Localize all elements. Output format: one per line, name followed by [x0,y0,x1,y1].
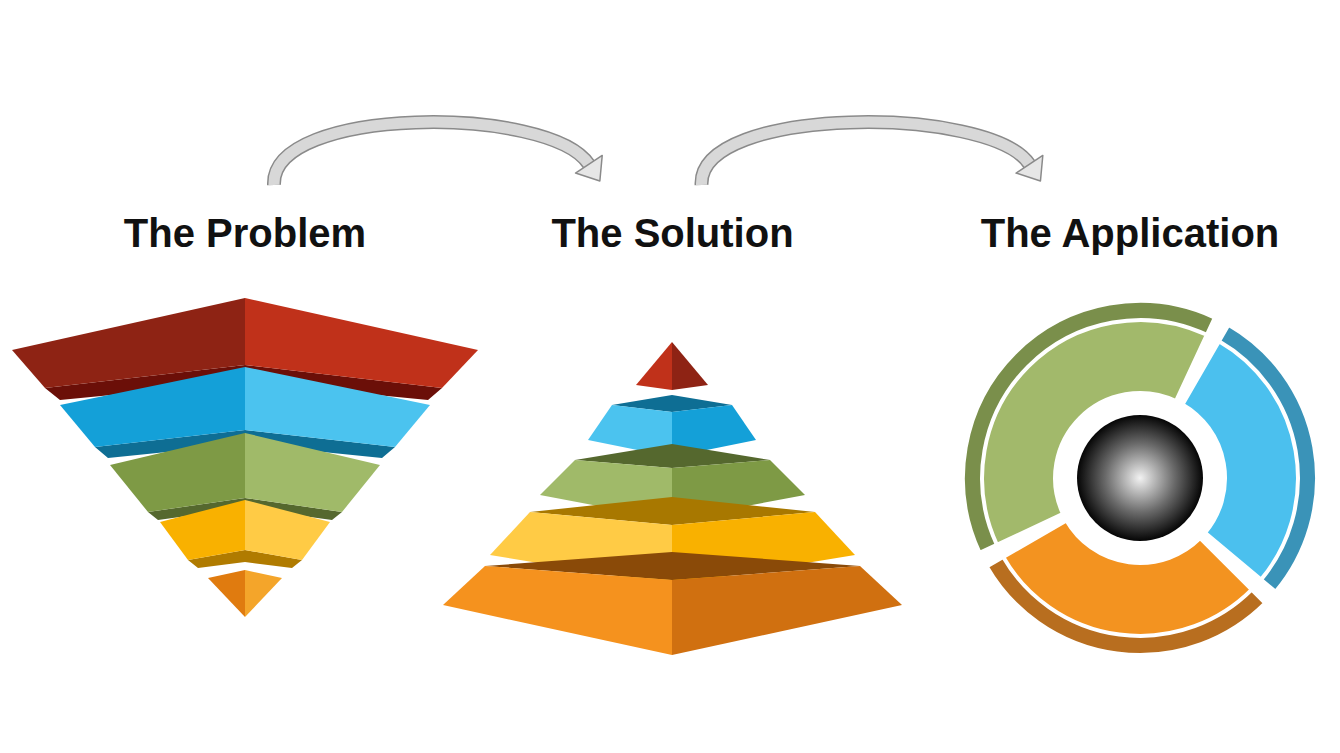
curved-arrow [702,122,1043,185]
arrow-head [1016,155,1043,181]
arrow-head [575,155,602,181]
diagram-node: The Solution [440,185,905,660]
arrow-body [274,122,589,185]
section-heading-row: The Problem [10,185,480,257]
pyramid [443,342,902,655]
cycle-ring [963,301,1317,655]
section-heading-row: The Application [940,185,1320,257]
curved-arrow [274,122,602,185]
arrow-body [702,122,1030,185]
arrow-outline [702,122,1030,185]
section-heading: The Application [981,211,1280,255]
hub-ring [1067,405,1213,551]
diagram-node: The Problem [10,185,480,625]
section-heading: The Solution [551,211,793,255]
inverted-pyramid [12,298,478,617]
section-heading: The Problem [124,211,366,255]
section-heading-row: The Solution [440,185,905,257]
diagram-node: The Application [940,185,1320,660]
hub-sphere [1077,415,1203,541]
arrow-outline [274,122,589,185]
